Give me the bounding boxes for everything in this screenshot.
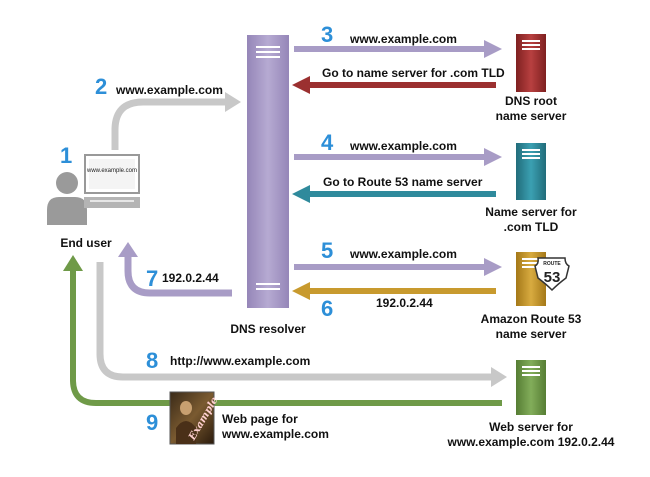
server-icon <box>516 360 546 415</box>
dns-resolver-server <box>247 35 289 308</box>
reply-7-label: 192.0.2.44 <box>162 271 219 285</box>
reply-4-label: Go to Route 53 name server <box>323 175 483 189</box>
step6-arrow <box>310 288 496 294</box>
step9-arrowhead <box>63 255 83 271</box>
step4-arrowhead <box>484 148 502 166</box>
step7-arrowhead <box>118 242 138 257</box>
step2-arrow <box>111 98 225 150</box>
tld-server-label-2: .com TLD <box>504 220 559 234</box>
step8-arrowhead <box>491 367 507 387</box>
dns-resolver-label: DNS resolver <box>230 322 306 336</box>
route53-server-label-2: name server <box>496 327 567 341</box>
step-number-7: 7 <box>146 266 158 291</box>
web-server-label-2: www.example.com 192.0.2.44 <box>447 435 615 449</box>
query-4-label: www.example.com <box>349 139 457 153</box>
step4-reply-arrowhead <box>292 185 310 203</box>
route53-server-label: Amazon Route 53 <box>481 312 582 326</box>
dns-root-label-2: name server <box>496 109 567 123</box>
step4-reply-arrow <box>310 191 496 197</box>
step2-arrowhead <box>225 92 241 112</box>
user-icon <box>47 172 87 225</box>
route53-badge-icon: ROUTE 53 <box>534 257 570 292</box>
screen-url-text: www.example.com <box>86 168 137 174</box>
step-number-4: 4 <box>321 130 334 155</box>
step9-arrow <box>70 271 502 406</box>
step5-arrow <box>294 264 484 270</box>
step-number-3: 3 <box>321 22 333 47</box>
response-9-label: Web page for <box>222 412 298 426</box>
step5-arrowhead <box>484 258 502 276</box>
route53-badge-num: 53 <box>544 269 561 286</box>
reply-3-label: Go to name server for .com TLD <box>322 66 505 80</box>
tld-server-label: Name server for <box>485 205 577 219</box>
step4-arrow <box>294 154 484 160</box>
reply-6-label: 192.0.2.44 <box>376 296 433 310</box>
server-icon <box>516 34 546 92</box>
step3-arrow <box>294 46 484 52</box>
step-number-2: 2 <box>95 74 107 99</box>
step6-arrowhead <box>292 282 310 300</box>
end-user-label: End user <box>60 236 112 250</box>
query-3-label: www.example.com <box>349 32 457 46</box>
step-number-6: 6 <box>321 296 333 321</box>
computer-icon <box>84 154 140 208</box>
query-5-label: www.example.com <box>349 247 457 261</box>
step7-arrow <box>124 256 232 297</box>
web-server-label: Web server for <box>489 420 573 434</box>
step-number-9: 9 <box>146 410 158 435</box>
dns-root-label: DNS root <box>505 94 557 108</box>
step-number-5: 5 <box>321 238 333 263</box>
step-number-8: 8 <box>146 348 158 373</box>
step3-reply-arrowhead <box>292 76 310 94</box>
server-icon <box>516 143 546 200</box>
route53-badge-top: ROUTE <box>543 261 561 267</box>
response-9-label-2: www.example.com <box>221 427 329 441</box>
query-2-label: www.example.com <box>115 83 223 97</box>
step-number-1: 1 <box>60 143 72 168</box>
request-8-label: http://www.example.com <box>170 354 310 368</box>
web-page-thumbnail: Example <box>169 391 221 445</box>
step3-arrowhead <box>484 40 502 58</box>
step3-reply-arrow <box>310 82 496 88</box>
step8-arrow <box>96 262 491 381</box>
